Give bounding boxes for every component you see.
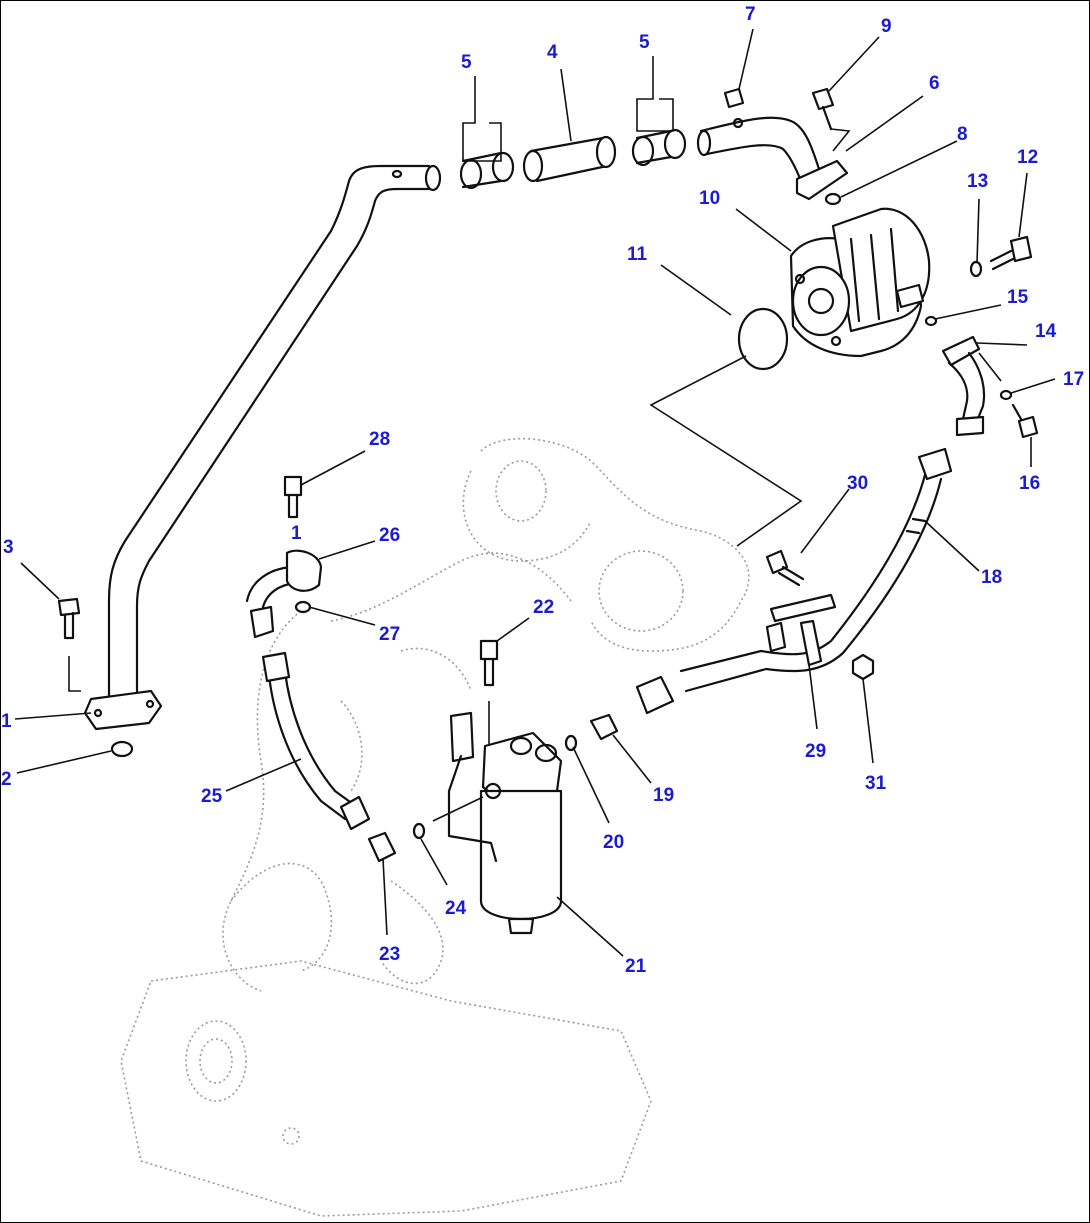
callout-4: 4 [547, 42, 558, 63]
callout-30: 30 [847, 473, 868, 494]
pump-mount-leader [649, 355, 803, 547]
callout-21: 21 [625, 956, 647, 977]
bolt [989, 235, 1033, 271]
hose-clamps-left [459, 151, 515, 190]
callout-11: 11 [627, 244, 648, 265]
o-ring [294, 600, 312, 614]
callout-15: 15 [1007, 287, 1029, 308]
connector [589, 713, 619, 741]
connector [367, 831, 397, 863]
clip-bolt [765, 549, 805, 587]
callout-28: 28 [369, 429, 390, 450]
callout-leaders [14, 28, 1056, 957]
callout-18: 18 [981, 567, 1002, 588]
callout-27: 27 [379, 624, 400, 645]
o-ring [924, 315, 938, 327]
o-ring [824, 192, 842, 206]
hose-assembly [261, 651, 371, 831]
callout-9: 9 [881, 16, 892, 37]
o-ring [110, 740, 134, 758]
suction-pipe [83, 164, 442, 731]
callout-labels: 1 1 2 3 4 5 5 6 7 8 9 10 11 12 13 14 15 … [1, 4, 1084, 977]
nut [851, 653, 875, 681]
callout-14: 14 [1035, 321, 1057, 342]
plug [723, 87, 745, 109]
o-ring [412, 822, 426, 840]
transmission-housing-outline [120, 437, 750, 1217]
callout-31: 31 [865, 773, 887, 794]
callout-29: 29 [805, 741, 826, 762]
outlet-elbow [941, 335, 1002, 437]
callout-25: 25 [201, 786, 223, 807]
callout-20: 20 [603, 832, 624, 853]
callout-1-second: 1 [291, 523, 302, 544]
callout-5-right: 5 [639, 32, 650, 53]
elbow-tube [696, 116, 849, 201]
filter-bolt [479, 639, 499, 746]
bolt [1011, 403, 1039, 439]
hose-clamps-right [631, 128, 687, 167]
bolt [283, 475, 303, 519]
callout-8: 8 [957, 124, 968, 145]
callout-19: 19 [653, 785, 674, 806]
callout-1: 1 [1, 711, 12, 732]
callout-13: 13 [967, 171, 988, 192]
callout-26: 26 [379, 525, 400, 546]
callout-24: 24 [445, 898, 467, 919]
pump [789, 207, 931, 358]
callout-17: 17 [1063, 369, 1084, 390]
hose-clip [765, 593, 837, 667]
hose [522, 135, 617, 183]
callout-16: 16 [1019, 473, 1040, 494]
callout-5-left: 5 [461, 52, 472, 73]
callout-2: 2 [1, 769, 12, 790]
callout-3: 3 [3, 537, 14, 558]
washer [969, 260, 983, 278]
callout-12: 12 [1017, 147, 1038, 168]
seal-ring [737, 307, 789, 371]
inlet-elbow [245, 549, 323, 639]
callout-7: 7 [745, 4, 756, 25]
o-ring [999, 389, 1013, 401]
callout-23: 23 [379, 944, 400, 965]
flange-bolt [57, 597, 81, 692]
hose-assembly [635, 447, 953, 715]
callout-22: 22 [533, 597, 554, 618]
bolt [811, 87, 851, 152]
filter-assembly [432, 711, 563, 935]
callout-6: 6 [929, 73, 940, 94]
callout-10: 10 [699, 188, 720, 209]
o-ring [564, 734, 578, 752]
